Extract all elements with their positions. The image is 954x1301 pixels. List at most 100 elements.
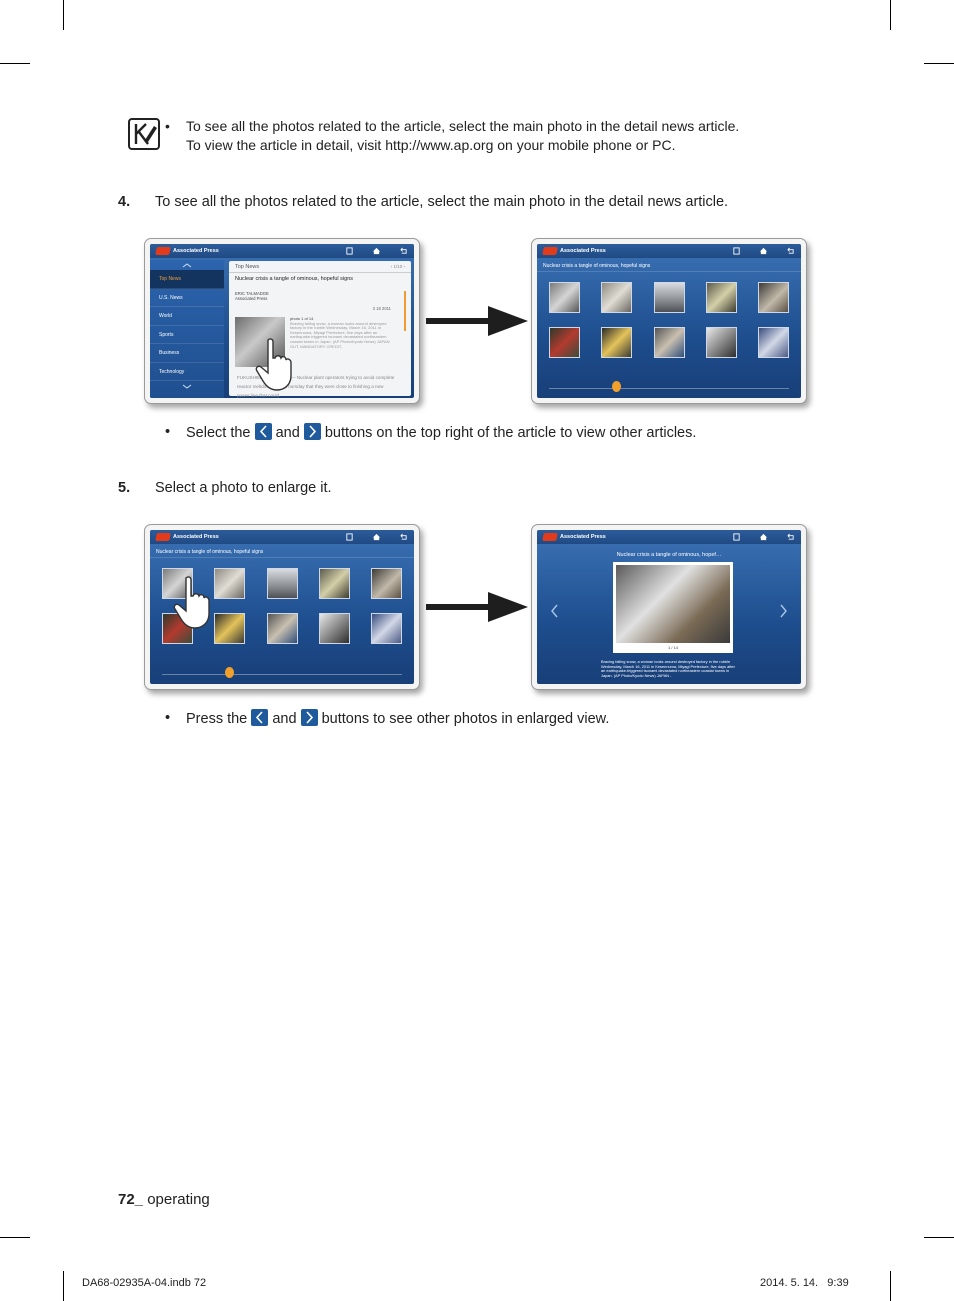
bookmark-icon[interactable] xyxy=(345,533,354,541)
step-5-bullet: • Press the and buttons to see other pho… xyxy=(165,709,610,727)
next-article-button xyxy=(303,423,321,440)
bookmark-icon[interactable] xyxy=(732,247,741,255)
crop-mark xyxy=(924,63,954,64)
next-photo-button xyxy=(300,709,318,726)
photo-thumb[interactable] xyxy=(758,327,789,358)
step-5: 5. Select a photo to enlarge it. xyxy=(118,479,332,498)
category-sidebar: Top News U.S. News World Sports Business… xyxy=(150,260,224,398)
sidebar-item-world[interactable]: World xyxy=(150,307,224,326)
photo-thumb[interactable] xyxy=(653,282,685,313)
photo-thumb[interactable] xyxy=(266,613,298,644)
photo-thumb[interactable] xyxy=(549,282,580,313)
screenshot-photo-viewer: Associated Press Nuclear crisis a tangle… xyxy=(531,524,807,690)
photo-thumb[interactable] xyxy=(758,282,789,313)
crop-mark xyxy=(63,1271,64,1301)
app-title: Associated Press xyxy=(560,248,606,254)
step-text: To see all the photos related to the art… xyxy=(155,194,729,210)
photo-thumb[interactable] xyxy=(601,327,633,358)
ap-logo xyxy=(542,247,558,255)
screenshot-gallery: Associated Press Nuclear crisis a tangle… xyxy=(531,238,807,404)
enlarged-photo-frame: 1 / 14 xyxy=(613,562,733,653)
sidebar-item-technology[interactable]: Technology xyxy=(150,363,224,381)
photo-thumb[interactable] xyxy=(371,568,402,599)
article-title: Nuclear crisis a tangle of ominous, hope… xyxy=(235,276,354,282)
home-icon[interactable] xyxy=(759,533,768,541)
crop-mark xyxy=(890,0,891,30)
photo-counter: 1 / 14 xyxy=(667,645,678,650)
prev-article-button xyxy=(254,423,272,440)
chevron-right-icon[interactable] xyxy=(779,604,787,618)
photo-thumb[interactable] xyxy=(266,568,298,599)
back-icon[interactable] xyxy=(786,247,795,255)
app-topbar: Associated Press xyxy=(150,244,414,258)
back-icon[interactable] xyxy=(399,247,408,255)
page-indicator[interactable] xyxy=(549,381,789,392)
arrow-right-icon xyxy=(426,592,528,622)
chevron-left-icon[interactable] xyxy=(551,604,559,618)
photo-thumb[interactable] xyxy=(214,568,246,599)
photo-thumb[interactable] xyxy=(214,613,246,644)
photo-thumb[interactable] xyxy=(371,613,402,644)
note-line-2: To view the article in detail, visit htt… xyxy=(186,137,676,153)
article-body: FUKUSHIMA, Japan (AP) — Nuclear plant op… xyxy=(237,375,395,398)
photo-thumb[interactable] xyxy=(653,327,685,358)
page-footer: 72_ operating xyxy=(118,1191,210,1208)
photo-thumb[interactable] xyxy=(549,327,580,358)
article-page: ‹ 1/10 › xyxy=(390,264,405,269)
file-name: DA68-02935A-04.indb 72 xyxy=(82,1277,207,1289)
gallery-title: Nuclear crisis a tangle of ominous, hope… xyxy=(150,546,414,558)
page-indicator-dot[interactable] xyxy=(225,667,234,678)
sidebar-item-business[interactable]: Business xyxy=(150,344,224,363)
sidebar-item-sports[interactable]: Sports xyxy=(150,326,224,344)
page-number: 72_ xyxy=(118,1191,144,1208)
sidebar-up-arrow[interactable] xyxy=(150,260,224,270)
back-icon[interactable] xyxy=(399,533,408,541)
scrollbar[interactable] xyxy=(404,291,406,331)
viewer-caption: Braving falling snow, a woman looks arou… xyxy=(601,659,735,678)
sidebar-item-top-news[interactable]: Top News xyxy=(150,270,224,289)
photo-thumb[interactable] xyxy=(705,282,737,313)
ap-logo xyxy=(542,533,558,541)
ap-logo xyxy=(155,533,171,541)
page-indicator-dot[interactable] xyxy=(612,381,621,392)
back-icon[interactable] xyxy=(786,533,795,541)
app-title: Associated Press xyxy=(173,534,219,540)
arrow-right-icon xyxy=(426,306,528,336)
hand-pointer-icon xyxy=(173,576,210,629)
note-line-1: To see all the photos related to the art… xyxy=(186,118,740,134)
home-icon[interactable] xyxy=(372,247,381,255)
crop-mark xyxy=(890,1271,891,1301)
crop-mark xyxy=(63,0,64,30)
step-4-bullet: • Select the and buttons on the top righ… xyxy=(165,423,697,441)
hand-pointer-icon xyxy=(255,338,292,391)
note-icon xyxy=(128,118,160,150)
step-number: 4. xyxy=(118,194,131,210)
section-name: operating xyxy=(147,1191,210,1208)
article-section: Top News xyxy=(235,263,260,270)
crop-mark xyxy=(0,63,30,64)
note-text: • To see all the photos related to the a… xyxy=(165,117,846,155)
gallery-title: Nuclear crisis a tangle of ominous, hope… xyxy=(537,260,801,272)
photo-thumb[interactable] xyxy=(318,613,350,644)
step-number: 5. xyxy=(118,480,131,496)
prev-photo-button xyxy=(251,709,269,726)
home-icon[interactable] xyxy=(372,533,381,541)
viewer-title: Nuclear crisis a tangle of ominous, hope… xyxy=(616,552,722,558)
print-date: 2014. 5. 14. 9:39 xyxy=(760,1277,849,1289)
bookmark-icon[interactable] xyxy=(345,247,354,255)
screenshot-gallery-select: Associated Press Nuclear crisis a tangle… xyxy=(144,524,420,690)
step-4: 4. To see all the photos related to the … xyxy=(118,193,729,212)
bookmark-icon[interactable] xyxy=(732,533,741,541)
sidebar-down-arrow[interactable] xyxy=(150,381,224,391)
home-icon[interactable] xyxy=(759,247,768,255)
sidebar-item-us-news[interactable]: U.S. News xyxy=(150,289,224,307)
photo-thumb[interactable] xyxy=(601,282,633,313)
photo-thumb[interactable] xyxy=(705,327,737,358)
crop-mark xyxy=(924,1237,954,1238)
enlarged-photo[interactable] xyxy=(616,565,730,643)
photo-caption: photo 1 of 14 Braving falling snow, a wo… xyxy=(290,316,390,349)
photo-thumb[interactable] xyxy=(318,568,350,599)
app-title: Associated Press xyxy=(173,248,219,254)
step-text: Select a photo to enlarge it. xyxy=(155,480,332,496)
article-byline: ERIC TALMADGE Associated Press xyxy=(235,291,269,301)
